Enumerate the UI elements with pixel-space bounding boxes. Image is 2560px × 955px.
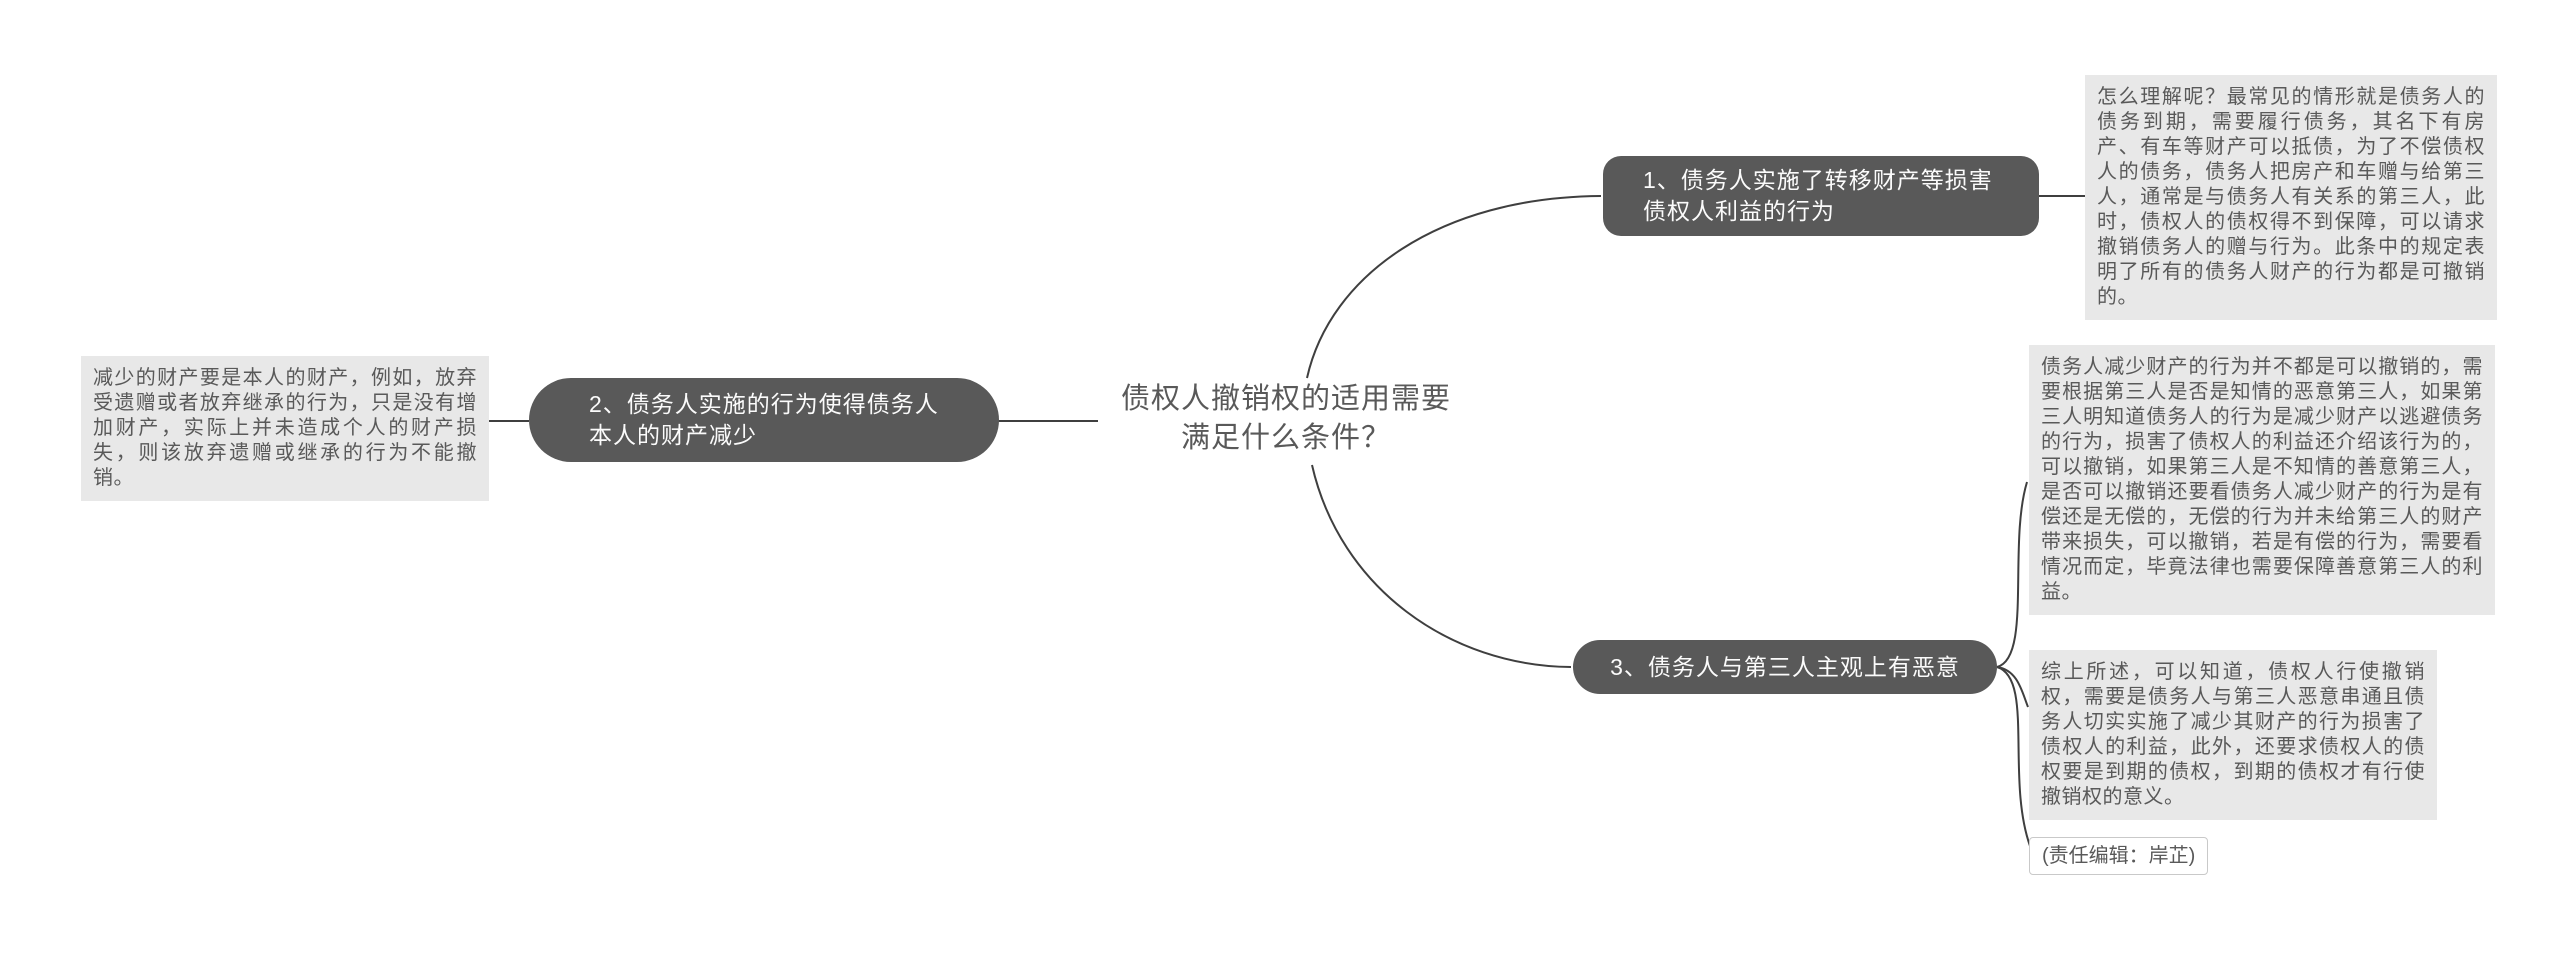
- central-topic: 债权人撤销权的适用需要满足什么条件？: [1120, 383, 1451, 454]
- branch-node-2-label: 2、债务人实施的行为使得债务人本人的财产减少: [589, 391, 939, 448]
- note-middle-right: 债务人减少财产的行为并不都是可以撤销的，需要根据第三人是否是知情的恶意第三人，如…: [2029, 345, 2495, 615]
- note-left: 减少的财产要是本人的财产，例如，放弃受遗赠或者放弃继承的行为，只是没有增加财产，…: [81, 356, 489, 501]
- note-bottom-right: 综上所述，可以知道，债权人行使撤销权，需要是债务人与第三人恶意串通且债务人切实实…: [2029, 650, 2437, 820]
- note-top-right: 怎么理解呢？最常见的情形就是债务人的债务到期，需要履行债务，其名下有房产、有车等…: [2085, 75, 2497, 320]
- branch-node-1: 1、债务人实施了转移财产等损害债权人利益的行为: [1603, 156, 2039, 236]
- edge-node3-to-note-middle-right: [1996, 481, 2028, 668]
- branch-node-3-label: 3、债务人与第三人主观上有恶意: [1610, 653, 1960, 680]
- edge-node3-to-editor-box: [1996, 666, 2031, 847]
- branch-node-3: 3、债务人与第三人主观上有恶意: [1573, 640, 1997, 694]
- edge-node3-to-note-bottom-right: [1996, 666, 2029, 708]
- editor-credit-box: (责任编辑：岸芷): [2029, 837, 2209, 875]
- branch-node-2: 2、债务人实施的行为使得债务人本人的财产减少: [529, 378, 999, 462]
- edge-center-to-node3: [1311, 464, 1572, 668]
- edge-center-to-node1: [1306, 195, 1602, 379]
- branch-node-1-label: 1、债务人实施了转移财产等损害债权人利益的行为: [1643, 167, 1993, 224]
